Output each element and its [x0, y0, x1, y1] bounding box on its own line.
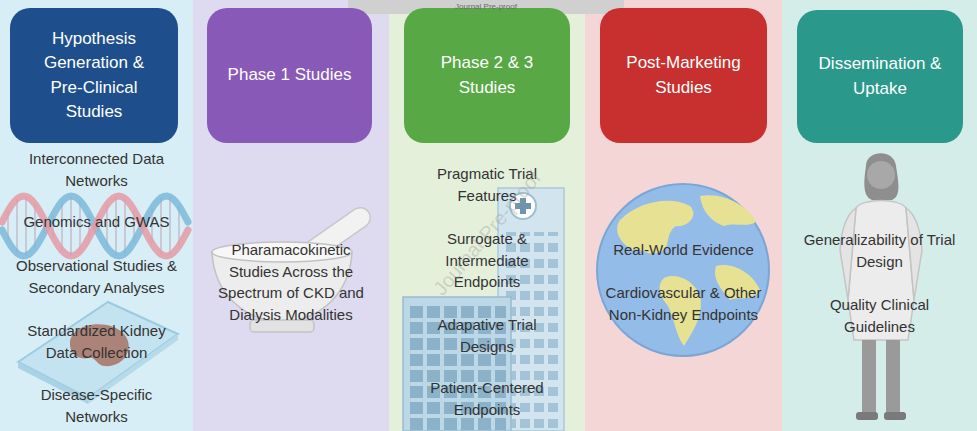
phase-header: Hypothesis Generation & Pre-Clinical Stu…: [10, 8, 178, 143]
topic-text: Standardized Kidney Data Collection: [12, 320, 182, 363]
topic-text: Interconnected Data Networks: [7, 148, 187, 191]
band-ground: [193, 0, 389, 431]
topic-text: Patient-Centered Endpoints: [407, 377, 567, 420]
phase-band: Pharamacokinetic Studies Across the Spec…: [193, 0, 389, 431]
topic-text: Real-World Evidence: [594, 239, 774, 261]
topic-text: Generalizability of Trial Design: [787, 229, 972, 272]
globe: [597, 184, 769, 356]
phase-band: Real-World EvidenceCardiovascular & Othe…: [585, 0, 782, 431]
topic-text: Observational Studies & Secondary Analys…: [7, 255, 187, 298]
phase-header: Phase 2 & 3 Studies: [404, 8, 570, 143]
topic-text: Quality Clinical Guidelines: [805, 294, 955, 337]
phase-band: Interconnected Data NetworksGenomics and…: [0, 0, 193, 431]
phase-header: Phase 1 Studies: [207, 8, 372, 143]
topic-text: Adapative Trial Designs: [412, 314, 562, 357]
dna-helix: [2, 196, 188, 256]
band-ground: [585, 0, 782, 431]
topic-text: Cardiovascular & Other Non-Kidney Endpoi…: [594, 282, 774, 325]
phase-header: Post-Marketing Studies: [600, 8, 767, 143]
topic-text: Genomics and GWAS: [7, 211, 187, 233]
band-ground: [389, 0, 585, 431]
phase-band: Generalizability of Trial DesignQuality …: [782, 0, 977, 431]
doctor-figure: [840, 153, 922, 420]
band-ground: [782, 0, 977, 431]
header-text: Phase 2 & 3 Studies: [427, 51, 547, 100]
header-text: Hypothesis Generation & Pre-Clinical Stu…: [32, 27, 157, 125]
watermark: Journal Pre-proof: [455, 2, 517, 11]
topic-text: Disease-Specific Networks: [12, 384, 182, 427]
topic-text: Pharamacokinetic Studies Across the Spec…: [205, 239, 377, 325]
header-text: Post-Marketing Studies: [614, 51, 754, 100]
phase-header: Dissemination & Uptake: [797, 10, 963, 143]
header-text: Dissemination & Uptake: [805, 52, 955, 101]
band-ground: [0, 0, 193, 431]
header-text: Phase 1 Studies: [228, 63, 352, 88]
